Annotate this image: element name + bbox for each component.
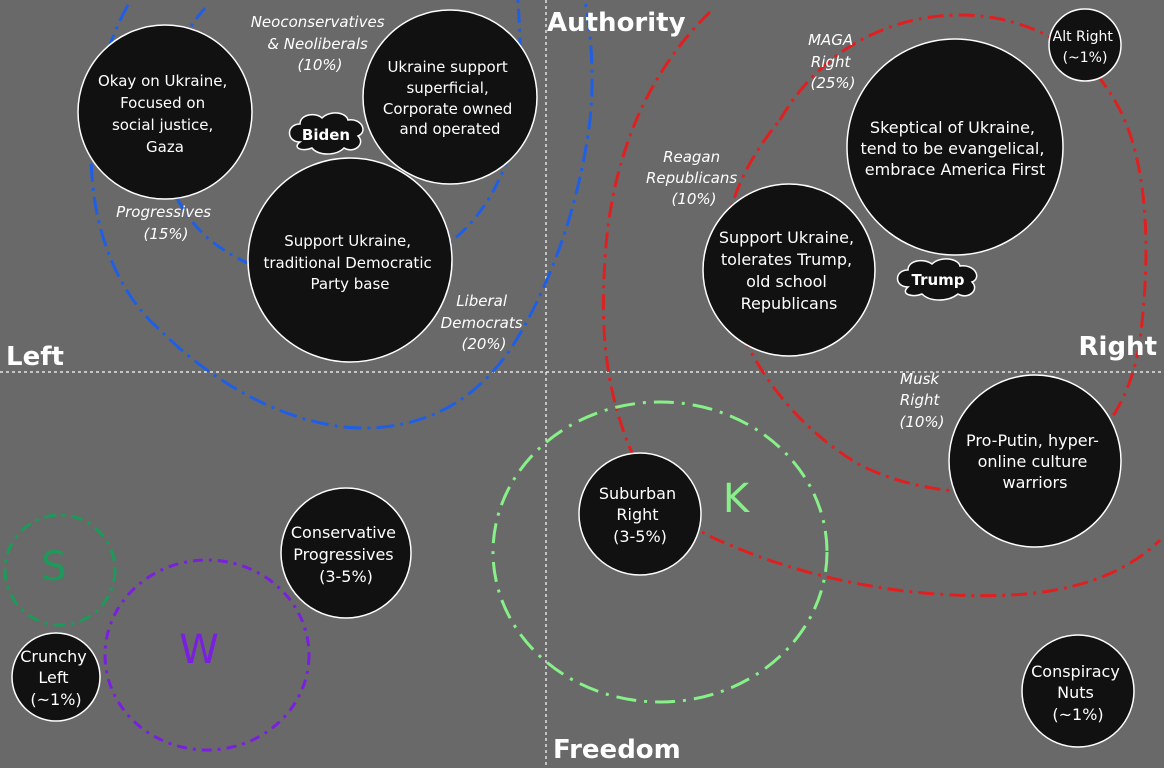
svg-text:Support Ukraine, traditi: Support Ukraine, traditional Democratic … — [263, 232, 436, 293]
cloud-trump: Trump — [896, 258, 978, 301]
label-maga-right: MAGA Right (25%) — [808, 31, 858, 92]
bubble-line: online culture — [978, 452, 1088, 471]
bubble-line: Support Ukraine, — [284, 232, 411, 250]
bubble-conservative-progressives: Conservative Progressives (3-5%) — [280, 487, 412, 619]
label-line: (10%) — [297, 56, 342, 74]
label-reagan-republicans: Reagan Republicans (10%) — [646, 148, 742, 208]
bubble-skeptical-of-ukraine: Skeptical of Ukraine, tend to be evangel… — [846, 38, 1064, 256]
svg-text:Conspiracy Nuts (~: Conspiracy Nuts (~1%) — [1031, 662, 1125, 724]
svg-text:Support Ukraine, tolerat: Support Ukraine, tolerates Trump, old sc… — [719, 228, 859, 313]
bubble-conspiracy-nuts: Conspiracy Nuts (~1%) — [1021, 634, 1135, 748]
bubble-line: (~1%) — [1063, 50, 1108, 66]
label-line: (25%) — [810, 74, 855, 92]
bubble-line: Pro-Putin, hyper- — [966, 431, 1099, 450]
bubble-line: (3-5%) — [613, 527, 667, 546]
label-line: Liberal — [456, 292, 508, 310]
svg-text:Ukraine support superfic: Ukraine support superficial, Corporate o… — [383, 58, 517, 138]
bubble-suburban-right: Suburban Right (3-5%) — [578, 452, 702, 576]
bubble-line: Alt Right — [1053, 29, 1114, 45]
bubble-pro-putin: Pro-Putin, hyper- online culture warrior… — [948, 374, 1122, 548]
svg-text:Conservative Progressive: Conservative Progressives (3-5%) — [291, 523, 401, 586]
bubble-line: old school — [746, 272, 827, 291]
axis-title-authority: Authority — [547, 8, 686, 38]
label-line: Reagan — [663, 148, 720, 166]
bubble-alt-right: Alt Right (~1%) — [1048, 8, 1122, 82]
label-line: Democrats — [441, 314, 523, 332]
bubble-ukraine-support-superficial: Ukraine support superficial, Corporate o… — [362, 9, 538, 185]
cloud-biden-label: Biden — [302, 126, 350, 144]
bubble-line: Left — [38, 668, 68, 687]
label-line: MAGA — [808, 31, 853, 49]
label-line: (20%) — [461, 335, 506, 353]
bubble-support-ukraine-republicans: Support Ukraine, tolerates Trump, old sc… — [702, 183, 876, 357]
bubble-line: (~1%) — [30, 690, 81, 709]
bubble-line: Nuts — [1057, 683, 1094, 702]
bubble-line: (~1%) — [1052, 705, 1103, 724]
bubble-line: Progressives — [293, 545, 393, 564]
k-outline — [491, 400, 829, 704]
label-neocons: Neoconservatives & Neoliberals (10%) — [251, 13, 390, 74]
bubble-line: Right — [616, 505, 658, 524]
cloud-trump-label: Trump — [911, 271, 964, 289]
bubble-line: Okay on Ukraine, — [98, 72, 227, 90]
bubble-line: Republicans — [741, 294, 838, 313]
svg-text:Alt Right (~1%): Alt Right (~1%) — [1053, 29, 1118, 66]
label-progressives: Progressives (15%) — [116, 203, 216, 243]
bubble-line: Party base — [310, 275, 389, 293]
bubble-line: Corporate owned — [383, 100, 512, 118]
bubble-line: traditional Democratic — [263, 254, 431, 272]
letter-k: K — [723, 476, 751, 522]
bubble-line: Ukraine support — [387, 58, 507, 76]
bubble-line: tend to be evangelical, — [860, 139, 1044, 158]
bubble-line: warriors — [1003, 473, 1068, 492]
cloud-biden: Biden — [288, 112, 364, 155]
bubble-line: Suburban — [599, 484, 676, 503]
maga-inner-outline — [722, 13, 1148, 494]
bubble-line: Crunchy — [20, 647, 86, 666]
label-liberal-democrats: Liberal Democrats (20%) — [441, 292, 528, 353]
label-line: & Neoliberals — [267, 35, 368, 53]
bubble-line: (3-5%) — [319, 567, 373, 586]
bubble-line: Skeptical of Ukraine, — [870, 118, 1035, 137]
label-musk-right: Musk Right (10%) — [899, 370, 944, 431]
bubble-line: superficial, — [406, 79, 488, 97]
s-outline — [3, 513, 117, 627]
bubble-line: social justice, — [112, 116, 213, 134]
bubble-line: and operated — [400, 120, 501, 138]
svg-text:Skeptical of Ukraine, te: Skeptical of Ukraine, tend to be evangel… — [860, 118, 1049, 179]
w-outline — [103, 558, 311, 752]
label-line: Republicans — [646, 169, 737, 187]
axis-title-left: Left — [6, 342, 64, 372]
svg-text:Okay on Ukraine, Focused: Okay on Ukraine, Focused on social justi… — [98, 72, 232, 156]
label-line: (10%) — [671, 190, 716, 208]
svg-text:Suburban Right (3-: Suburban Right (3-5%) — [599, 484, 681, 546]
label-line: (15%) — [143, 225, 188, 243]
svg-text:Pro-Putin, hyper- online: Pro-Putin, hyper- online culture warrior… — [966, 431, 1104, 492]
bubble-support-ukraine-democratic: Support Ukraine, traditional Democratic … — [247, 157, 453, 363]
bubble-okay-on-ukraine: Okay on Ukraine, Focused on social justi… — [77, 24, 253, 200]
bubble-line: Focused on — [120, 94, 205, 112]
bubble-line: Gaza — [146, 138, 184, 156]
label-line: Progressives — [116, 203, 211, 221]
svg-text:Crunchy Left (~1%): Crunchy Left (~1%) — [20, 647, 92, 709]
label-line: Right — [900, 391, 941, 409]
bubble-line: embrace America First — [865, 160, 1045, 179]
bubble-line: Support Ukraine, — [719, 228, 854, 247]
bubble-line: Conspiracy — [1031, 662, 1120, 681]
label-line: (10%) — [899, 413, 944, 431]
label-line: Musk — [900, 370, 940, 388]
letter-w: W — [179, 627, 219, 673]
progressives-outline — [89, 0, 594, 430]
bubble-line: Conservative — [291, 523, 396, 542]
letter-s: S — [41, 544, 66, 590]
label-line: Right — [811, 53, 852, 71]
axis-title-right: Right — [1079, 332, 1157, 362]
bubble-crunchy-left: Crunchy Left (~1%) — [11, 632, 101, 722]
bubble-line: tolerates Trump, — [721, 250, 852, 269]
axis-title-freedom: Freedom — [553, 735, 681, 765]
label-line: Neoconservatives — [251, 13, 385, 31]
